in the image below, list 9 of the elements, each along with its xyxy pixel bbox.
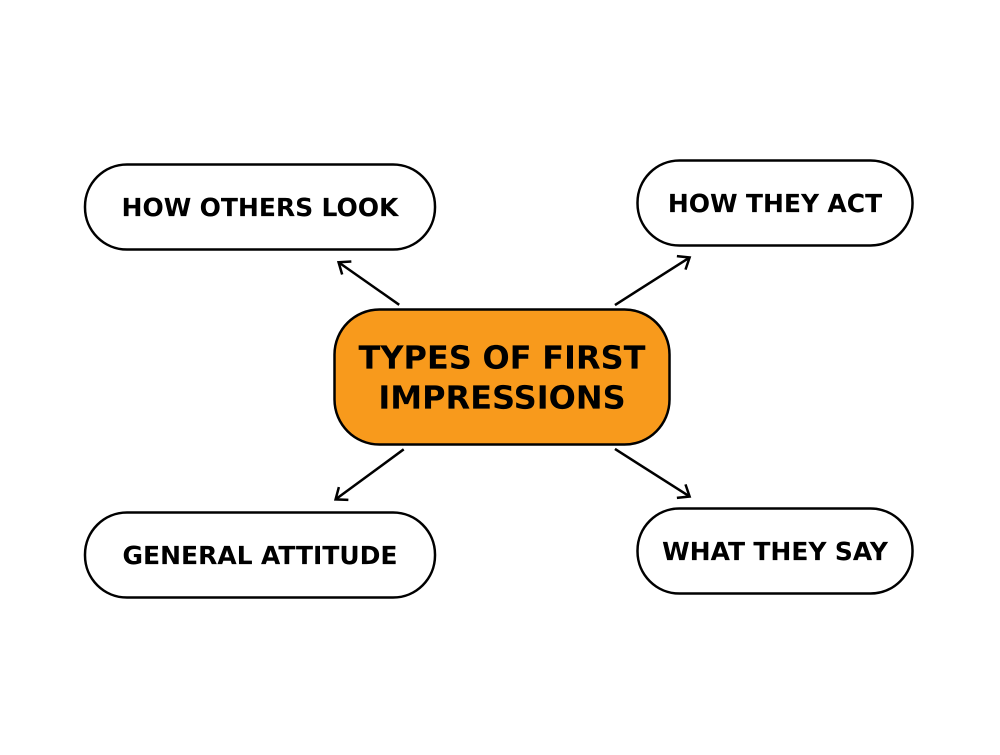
idea-box: GENERAL ATTITUDE: [84, 511, 436, 599]
arrow: [334, 448, 404, 502]
arrow: [614, 448, 692, 500]
arrow: [336, 260, 400, 306]
idea-box: HOW OTHERS LOOK: [84, 163, 436, 251]
arrow: [614, 254, 692, 306]
idea-box: HOW THEY ACT: [636, 159, 914, 247]
topic-box: TYPES OF FIRST IMPRESSIONS: [333, 308, 671, 446]
idea-box: WHAT THEY SAY: [636, 507, 914, 595]
